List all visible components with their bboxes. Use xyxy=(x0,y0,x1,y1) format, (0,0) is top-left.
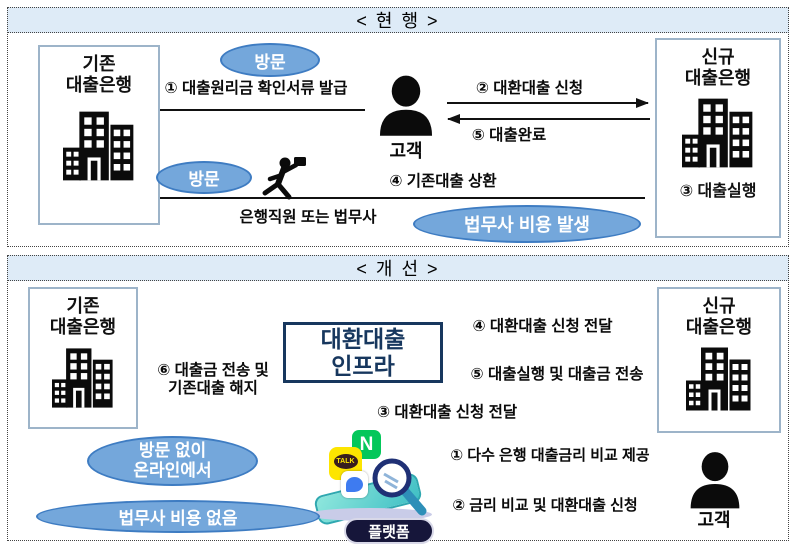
new-bank-title-improved: 신규 대출은행 xyxy=(685,296,753,337)
new-bank-box-current: 신규 대출은행 ③ 대출실행 xyxy=(655,38,781,238)
naver-icon-letter: N xyxy=(359,433,374,455)
step6-label-improved: ⑥ 대출금 전송 및 기존대출 해지 xyxy=(157,362,269,397)
platform-base-shadow xyxy=(308,508,432,521)
infra-label: 대환대출 인프라 xyxy=(320,325,406,379)
band-current: < 현 행 > xyxy=(7,7,789,33)
step3-label-improved: ③ 대환대출 신청 전달 xyxy=(377,404,518,421)
visit-badge-2-label: 방문 xyxy=(188,170,220,189)
kakaotalk-label: TALK xyxy=(336,458,355,465)
visit-badge-2: 방문 xyxy=(156,161,252,194)
step4-label-improved: ④ 대환대출 신청 전달 xyxy=(472,318,613,335)
step2-label-improved: ② 금리 비교 및 대환대출 신청 xyxy=(452,497,638,514)
band-improved-title: < 개 선 > xyxy=(356,259,440,279)
fee-badge-label: 법무사 비용 발생 xyxy=(464,215,590,235)
customer-label-improved: 고객 xyxy=(697,510,731,530)
platform-badge: 플랫폼 xyxy=(344,518,434,544)
no-visit-badge-label: 방문 없이 온라인에서 xyxy=(133,441,212,480)
new-bank-title: 신규 대출은행 xyxy=(684,47,752,88)
kakaotalk-bubble: TALK xyxy=(333,454,358,469)
courier-label: 은행직원 또는 법무사 xyxy=(239,209,377,226)
existing-bank-title: 기존 대출은행 xyxy=(65,54,133,95)
visit-badge-1: 방문 xyxy=(220,43,320,77)
step3-label-current: ③ 대출실행 xyxy=(679,183,757,200)
step5-label-current: ⑤ 대출완료 xyxy=(471,127,547,144)
step5-label-improved: ⑤ 대출실행 및 대출금 전송 xyxy=(470,366,644,383)
bank-building-icon xyxy=(58,110,140,182)
customer-label-current: 고객 xyxy=(389,141,423,161)
fee-badge: 법무사 비용 발생 xyxy=(413,205,641,243)
existing-bank-title-improved: 기존 대출은행 xyxy=(49,296,117,337)
chat-bubble-shape xyxy=(346,477,363,492)
step1-label-improved: ① 다수 은행 대출금리 비교 제공 xyxy=(450,447,650,464)
new-bank-box-improved: 신규 대출은행 xyxy=(657,287,781,433)
bank-building-icon xyxy=(677,97,759,169)
no-fee-badge-label: 법무사 비용 없음 xyxy=(118,509,238,528)
chat-bubble-icon xyxy=(341,471,368,498)
band-improved: < 개 선 > xyxy=(7,255,789,281)
step1-label-current: ① 대출원리금 확인서류 발급 xyxy=(164,80,348,97)
step4-label-current: ④ 기존대출 상환 xyxy=(389,173,497,190)
existing-bank-box-improved: 기존 대출은행 xyxy=(28,287,138,429)
no-visit-badge: 방문 없이 온라인에서 xyxy=(87,436,258,486)
courier-running-icon xyxy=(262,157,306,200)
bank-building-icon xyxy=(680,346,758,412)
no-fee-badge: 법무사 비용 없음 xyxy=(36,500,320,533)
existing-bank-box-current: 기존 대출은행 xyxy=(38,45,160,225)
visit-badge-1-label: 방문 xyxy=(254,52,286,72)
magnifier-icon xyxy=(372,458,427,516)
step2-label-current: ② 대환대출 신청 xyxy=(475,80,584,97)
customer-icon-improved xyxy=(686,450,744,511)
band-current-title: < 현 행 > xyxy=(356,11,440,31)
platform-badge-label: 플랫폼 xyxy=(368,523,410,541)
infra-box: 대환대출 인프라 xyxy=(283,322,443,383)
bank-building-icon xyxy=(47,347,119,409)
customer-icon-current xyxy=(375,73,437,139)
